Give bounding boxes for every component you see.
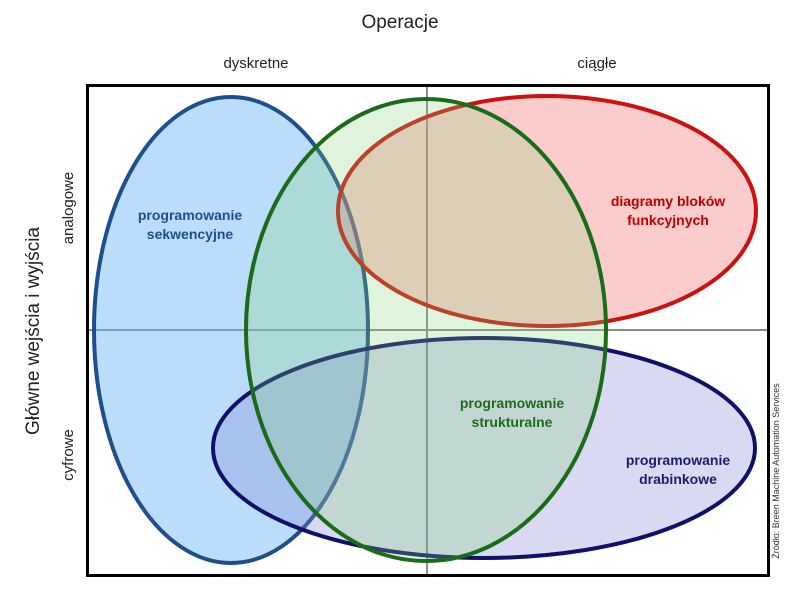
ellipse-structured: [244, 97, 608, 563]
diagram-title: Operacje: [361, 12, 439, 33]
quadrant-frame: [86, 84, 770, 577]
label-ladder-line2: drabinkowe: [639, 471, 717, 487]
ellipse-sequential: [92, 95, 370, 565]
label-structured-line1: programowanie: [459, 395, 565, 411]
label-function-blocks: diagramy bloków funkcyjnych: [588, 192, 748, 230]
label-ladder-line1: programowanie: [625, 452, 731, 468]
label-sequential-line2: sekwencyjne: [146, 226, 234, 242]
label-function-blocks-line1: diagramy bloków: [610, 193, 726, 209]
column-label-continuous: ciągłe: [577, 55, 617, 72]
column-label-discrete: dyskretne: [223, 55, 289, 72]
label-sequential: programowanie sekwencyjne: [120, 206, 260, 244]
ellipse-ladder: [211, 336, 757, 560]
label-function-blocks-line2: funkcyjnych: [627, 212, 709, 228]
label-structured-line2: strukturalne: [471, 414, 553, 430]
label-sequential-line1: programowanie: [137, 207, 243, 223]
label-ladder: programowanie drabinkowe: [596, 451, 760, 489]
label-structured: programowanie strukturalne: [442, 394, 582, 432]
ellipse-function-blocks: [336, 94, 758, 328]
